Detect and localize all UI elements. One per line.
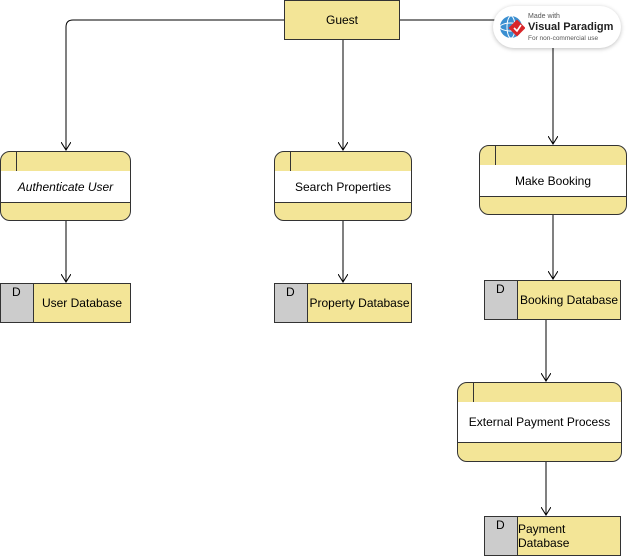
process-label: Authenticate User <box>17 179 114 194</box>
process-id-cell <box>275 152 291 171</box>
visual-paradigm-watermark: Made with Visual Paradigm For non-commer… <box>493 6 621 48</box>
watermark-brand: Visual Paradigm <box>528 21 614 33</box>
process-authenticate-user[interactable]: Authenticate User <box>0 151 131 221</box>
process-label: Make Booking <box>514 173 592 188</box>
process-label-box: External Payment Process <box>458 402 621 443</box>
process-label-box: Make Booking <box>480 165 626 197</box>
process-id-cell <box>480 146 496 165</box>
watermark-made-with: Made with <box>528 13 560 20</box>
store-id: D <box>275 284 308 322</box>
arrow-guest-to-authenticate <box>66 19 284 150</box>
store-id: D <box>485 517 518 555</box>
data-store-booking-database[interactable]: D Booking Database <box>484 280 621 320</box>
visual-paradigm-logo-icon <box>499 15 525 39</box>
external-entity-guest[interactable]: Guest <box>284 0 400 40</box>
process-make-booking[interactable]: Make Booking <box>479 145 627 215</box>
process-id-cell <box>1 152 17 171</box>
process-id-cell <box>458 383 474 402</box>
data-store-payment-database[interactable]: D Payment Database <box>484 516 621 556</box>
store-label: Payment Database <box>518 522 570 550</box>
process-external-payment[interactable]: External Payment Process <box>457 382 622 462</box>
process-label: External Payment Process <box>468 415 611 429</box>
process-header <box>480 146 626 166</box>
data-store-property-database[interactable]: D Property Database <box>274 283 412 323</box>
store-id: D <box>485 281 518 319</box>
process-header <box>275 152 411 172</box>
store-label: Property Database <box>309 296 410 310</box>
data-store-user-database[interactable]: D User Database <box>0 283 131 323</box>
process-header <box>458 383 621 403</box>
process-search-properties[interactable]: Search Properties <box>274 151 412 221</box>
store-label: User Database <box>41 296 123 310</box>
store-label: Booking Database <box>519 293 619 307</box>
store-id: D <box>1 284 34 322</box>
process-label-box: Search Properties <box>275 171 411 203</box>
process-label-box: Authenticate User <box>1 171 130 203</box>
entity-label: Guest <box>325 13 358 27</box>
process-label: Search Properties <box>294 179 392 194</box>
watermark-note: For non-commercial use <box>528 35 599 42</box>
process-header <box>1 152 130 172</box>
